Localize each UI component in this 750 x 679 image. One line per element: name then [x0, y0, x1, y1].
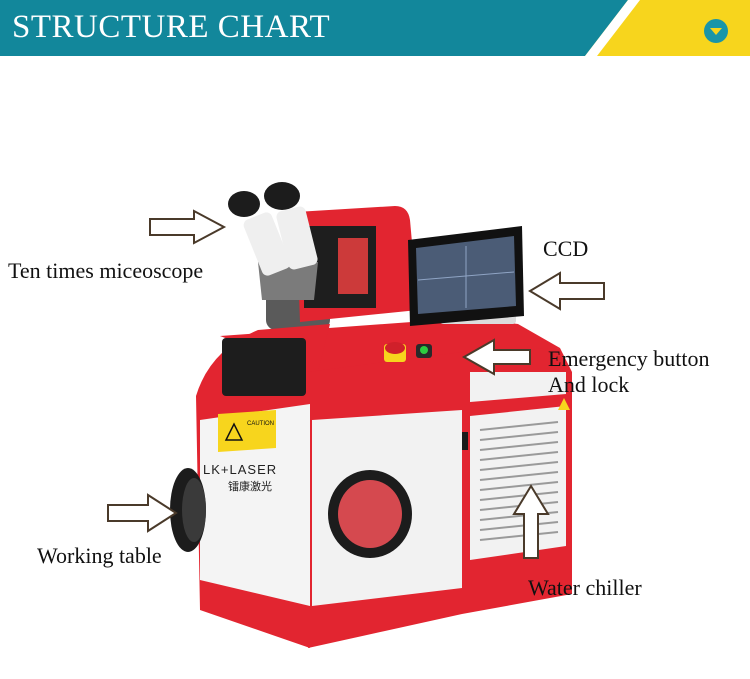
viewing-window [222, 338, 306, 396]
label-emergency-button: Emergency button [548, 346, 710, 371]
brand-logo-text: LK+LASER [203, 462, 277, 477]
header-banner: STRUCTURE CHART [0, 0, 750, 56]
working-table-inner [182, 478, 206, 542]
chevron-down-icon [710, 28, 722, 35]
working-table-arrow [107, 493, 178, 533]
right-top-white-strip [470, 372, 566, 402]
banner-teal-band [0, 0, 628, 56]
microscope-tube-left [243, 212, 291, 276]
page-title: STRUCTURE CHART [12, 9, 331, 45]
ccd-arrow [528, 271, 605, 311]
caution-sticker [218, 410, 276, 452]
machine-illustration: CAUTION LK+LASER 镭康激光 [107, 182, 605, 648]
banner-background [0, 0, 750, 56]
water-chiller-arrow [512, 484, 550, 559]
banner-divider-stripe [585, 0, 640, 56]
label-microscope: Ten times miceoscope [8, 258, 204, 283]
microscope-arrow [149, 209, 227, 245]
eyepiece-left [228, 191, 260, 217]
laser-warning-icon [224, 422, 244, 441]
eyepiece-right [264, 182, 300, 210]
touch-screen-buttons [338, 238, 368, 294]
side-white-panel [200, 404, 310, 606]
door-handle [462, 432, 468, 450]
scroll-down-button[interactable] [704, 19, 728, 43]
label-emergency-lock: And lock [548, 372, 630, 397]
lock-indicator [420, 346, 428, 354]
brand-logo-text-cn: 镭康激光 [228, 479, 272, 493]
label-water-chiller: Water chiller [528, 575, 642, 600]
port-window [338, 480, 402, 548]
emergency-arrow [461, 338, 531, 376]
side-warning-sticker [558, 398, 570, 410]
ccd-crosshair-h [417, 271, 515, 281]
chiller-vent-grille [479, 421, 559, 541]
emergency-stop-button [385, 342, 405, 354]
caution-text: CAUTION [247, 421, 274, 427]
microscope-tube-right [276, 206, 318, 270]
structure-diagram: CAUTION LK+LASER 镭康激光 Ten times miceosco… [0, 56, 750, 674]
label-ccd: CCD [543, 236, 589, 261]
label-working-table: Working table [37, 543, 162, 568]
